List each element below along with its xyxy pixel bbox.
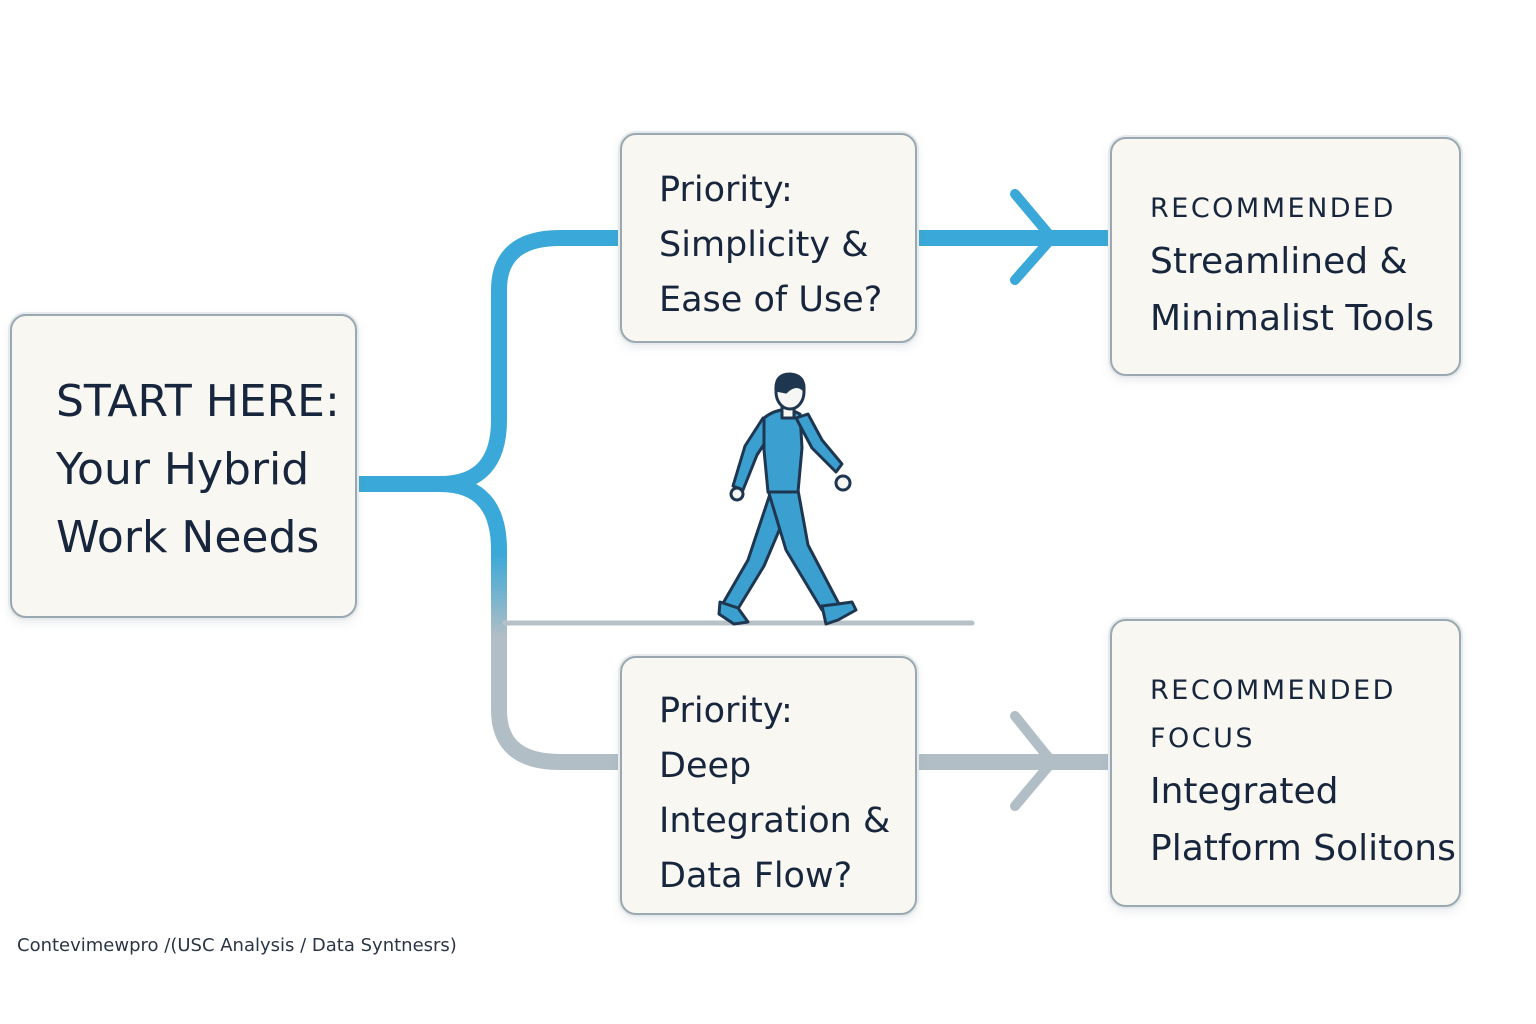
- arrow-head-bottom-icon: [1010, 711, 1057, 811]
- person-hair: [774, 372, 806, 394]
- priority-top-line-2: Simplicity &: [659, 225, 869, 265]
- person-back-foot: [717, 600, 750, 626]
- rec-bottom-line-2: Platform Solitons: [1150, 828, 1456, 869]
- person-front-leg: [766, 488, 842, 612]
- person-front-hand: [834, 474, 852, 492]
- person-back-hand: [729, 486, 745, 502]
- priority-top-line-1: Priority:: [659, 170, 793, 210]
- connector-branch-bottom: [439, 476, 622, 770]
- priority-box-simplicity: Priority: Simplicity & Ease of Use?: [620, 133, 917, 343]
- rec-top-label: RECOMMENDED: [1150, 193, 1396, 224]
- rec-top-line-1: Streamlined &: [1150, 241, 1408, 282]
- priority-top-line-3: Ease of Use?: [659, 280, 883, 320]
- person-front-foot: [820, 600, 858, 626]
- recommendation-box-streamlined: RECOMMENDED Streamlined & Minimalist Too…: [1110, 137, 1461, 376]
- priority-bottom-line-4: Data Flow?: [659, 856, 853, 896]
- source-caption: Contevimewpro /(USC Analysis / Data Synt…: [17, 935, 457, 956]
- rec-bottom-label-2: FOCUS: [1150, 723, 1256, 754]
- recommendation-box-integrated: RECOMMENDED FOCUS Integrated Platform So…: [1110, 619, 1461, 907]
- connector-branch-top: [439, 230, 622, 492]
- arrow-head-top-icon: [1010, 189, 1057, 285]
- start-line-1: START HERE:: [56, 376, 340, 427]
- person-front-arm: [794, 412, 844, 474]
- start-box: START HERE: Your Hybrid Work Needs: [10, 314, 357, 618]
- walking-person-icon: [717, 372, 858, 626]
- priority-bottom-line-1: Priority:: [659, 691, 793, 731]
- priority-bottom-line-2: Deep: [659, 746, 752, 786]
- rec-bottom-label-1: RECOMMENDED: [1150, 675, 1396, 706]
- start-line-2: Your Hybrid: [56, 444, 310, 495]
- priority-box-integration: Priority: Deep Integration & Data Flow?: [620, 656, 917, 915]
- priority-bottom-line-3: Integration &: [659, 801, 891, 841]
- rec-top-line-2: Minimalist Tools: [1150, 298, 1435, 339]
- start-line-3: Work Needs: [56, 512, 320, 563]
- rec-bottom-line-1: Integrated: [1150, 771, 1339, 812]
- person-torso: [762, 408, 804, 494]
